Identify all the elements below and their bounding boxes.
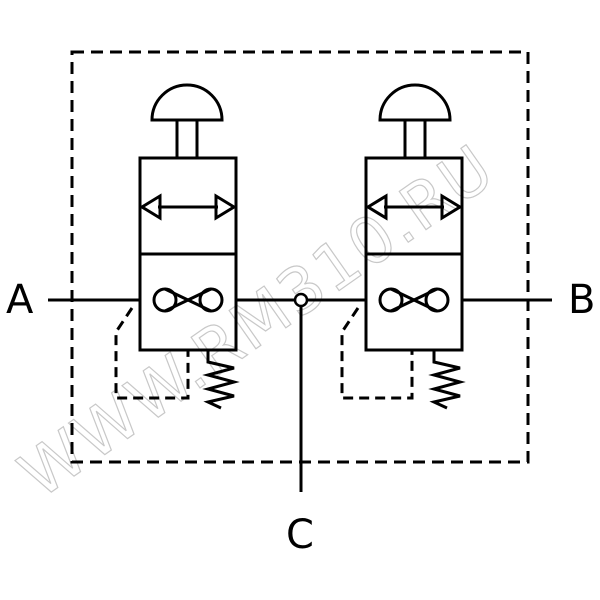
push-button-icon — [150, 83, 224, 122]
spring-icon — [202, 350, 240, 410]
double-arrow-icon — [365, 193, 463, 221]
valve-left — [114, 83, 240, 410]
spring-icon — [428, 350, 466, 410]
push-button-icon — [378, 83, 452, 122]
pilot-line — [340, 307, 414, 400]
shuttle-check-icon — [378, 287, 450, 313]
junction-node — [293, 292, 309, 308]
pilot-line — [114, 307, 190, 400]
button-stem — [175, 118, 199, 160]
port-label-c: C — [286, 512, 314, 558]
double-arrow-icon — [139, 193, 237, 221]
port-label-b: B — [568, 277, 595, 323]
valve-right — [340, 83, 466, 410]
watermark-text: WWW.RM310.RU — [7, 131, 508, 513]
valve-lower-square — [364, 252, 464, 352]
port-label-a: A — [6, 277, 34, 323]
button-stem — [403, 118, 427, 160]
shuttle-check-icon — [152, 287, 224, 313]
